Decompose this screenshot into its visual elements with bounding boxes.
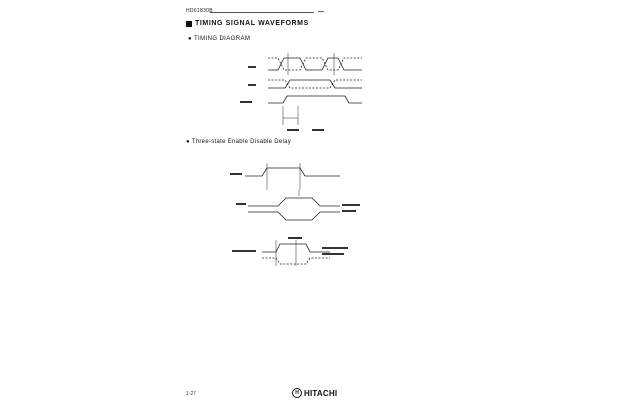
hitachi-logo-icon: H (292, 388, 302, 398)
subsection-timing-diagram: ● TIMING DIAGRAM (188, 36, 251, 42)
subsection-three-state-delay: ● Three-state Enable Disable Delay (186, 139, 292, 145)
section-title: TIMING SIGNAL WAVEFORMS (195, 20, 309, 27)
header-rule (210, 12, 314, 13)
header-dash (318, 11, 324, 12)
document-code: HD61830B (186, 8, 213, 14)
hitachi-logo: H HITACHI (292, 388, 337, 398)
page-number: 1-27 (186, 391, 197, 397)
section-bullet-square (186, 21, 192, 27)
brand-name: HITACHI (304, 388, 338, 398)
